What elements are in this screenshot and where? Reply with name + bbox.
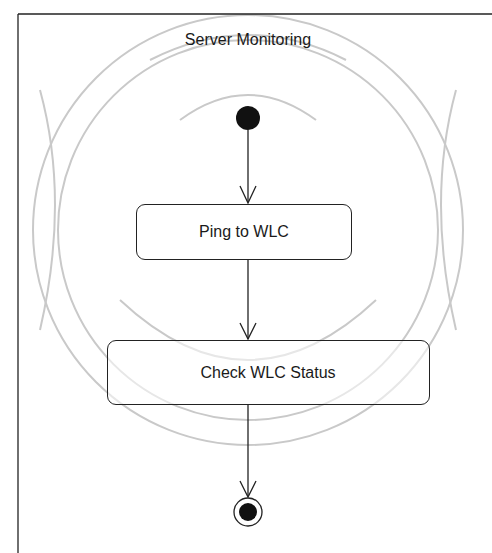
final-node <box>234 498 262 526</box>
flow-line <box>247 260 248 339</box>
diagram-title: Server Monitoring <box>185 31 311 49</box>
watermark-seal <box>33 15 463 445</box>
action-label: Check WLC Status <box>200 364 335 382</box>
initial-node <box>236 106 260 130</box>
action-box: Ping to WLC <box>136 204 352 260</box>
control-flow <box>240 260 256 339</box>
action-label: Ping to WLC <box>199 223 289 241</box>
arrow-head <box>240 323 256 339</box>
action-box: Check WLC Status <box>107 340 430 405</box>
